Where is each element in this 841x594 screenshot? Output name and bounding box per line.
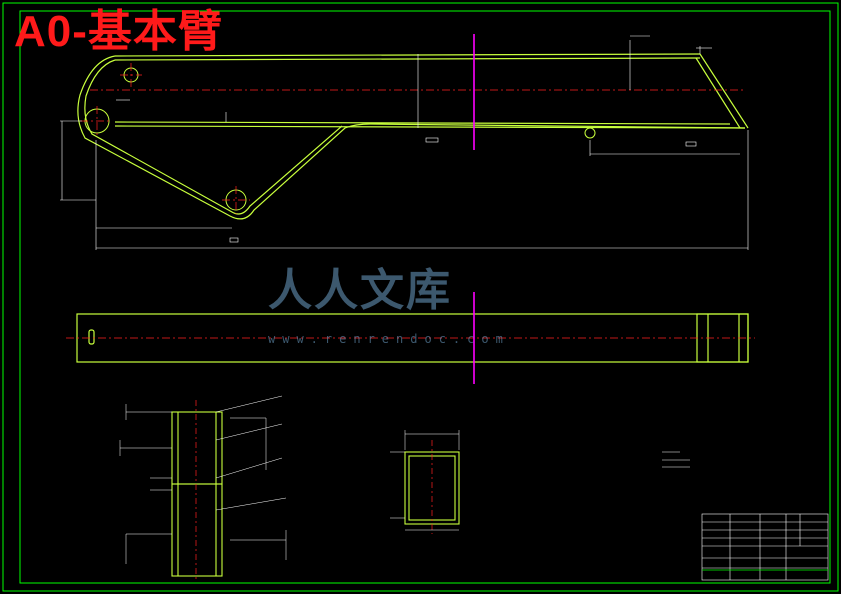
watermark-url: www.renrendoc.com: [268, 332, 510, 346]
centerlines-top: [80, 63, 745, 214]
title-block: [701, 513, 829, 581]
boom-side-view: [77, 53, 749, 220]
pin-holes: [84, 67, 596, 211]
dimension-lines-top: [60, 35, 749, 250]
technical-notes: [662, 451, 690, 468]
drawing-title: A0-基本臂: [14, 7, 223, 56]
section-center-dims: [390, 430, 460, 531]
section-detail-left: [171, 411, 223, 577]
inner-border: [19, 10, 831, 584]
watermark-text: 人人文库: [268, 265, 452, 316]
section-left-leaders: [119, 395, 287, 564]
